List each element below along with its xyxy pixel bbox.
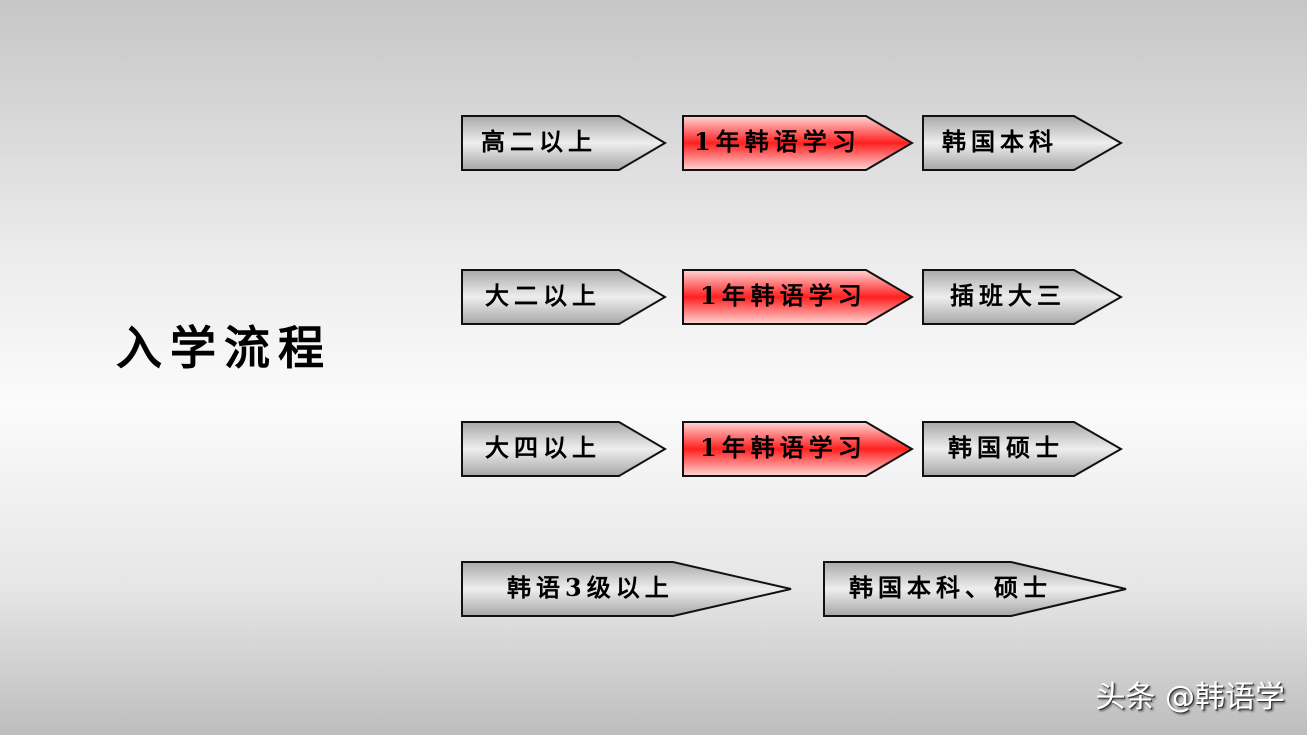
arrow-label: 1年韩语学习: [694, 127, 861, 156]
result-arrow: 韩国硕士: [922, 421, 1123, 477]
arrow-label: 韩国硕士: [948, 433, 1064, 462]
arrow-label: 韩国本科: [942, 127, 1058, 156]
arrow-label: 高二以上: [481, 127, 597, 156]
arrow-label: 大四以上: [485, 433, 601, 462]
requirement-arrow: 大二以上: [461, 269, 667, 325]
arrow-label: 韩语3级以上: [507, 573, 674, 602]
result-arrow: 韩国本科: [922, 115, 1123, 171]
requirement-arrow: 高二以上: [461, 115, 667, 171]
watermark: 头条 @韩语学: [1095, 680, 1285, 715]
arrow-label: 1年韩语学习: [700, 433, 867, 462]
study-arrow: 1年韩语学习: [682, 421, 914, 477]
requirement-arrow: 韩语3级以上: [461, 561, 793, 617]
study-arrow: 1年韩语学习: [682, 269, 914, 325]
study-arrow: 1年韩语学习: [682, 115, 914, 171]
result-arrow: 插班大三: [922, 269, 1123, 325]
page-title: 入学流程: [116, 321, 332, 375]
result-arrow: 韩国本科、硕士: [823, 561, 1128, 617]
requirement-arrow: 大四以上: [461, 421, 667, 477]
arrow-label: 大二以上: [485, 281, 601, 310]
arrow-label: 1年韩语学习: [700, 281, 867, 310]
arrow-label: 韩国本科、硕士: [849, 573, 1052, 602]
arrow-label: 插班大三: [950, 281, 1066, 310]
